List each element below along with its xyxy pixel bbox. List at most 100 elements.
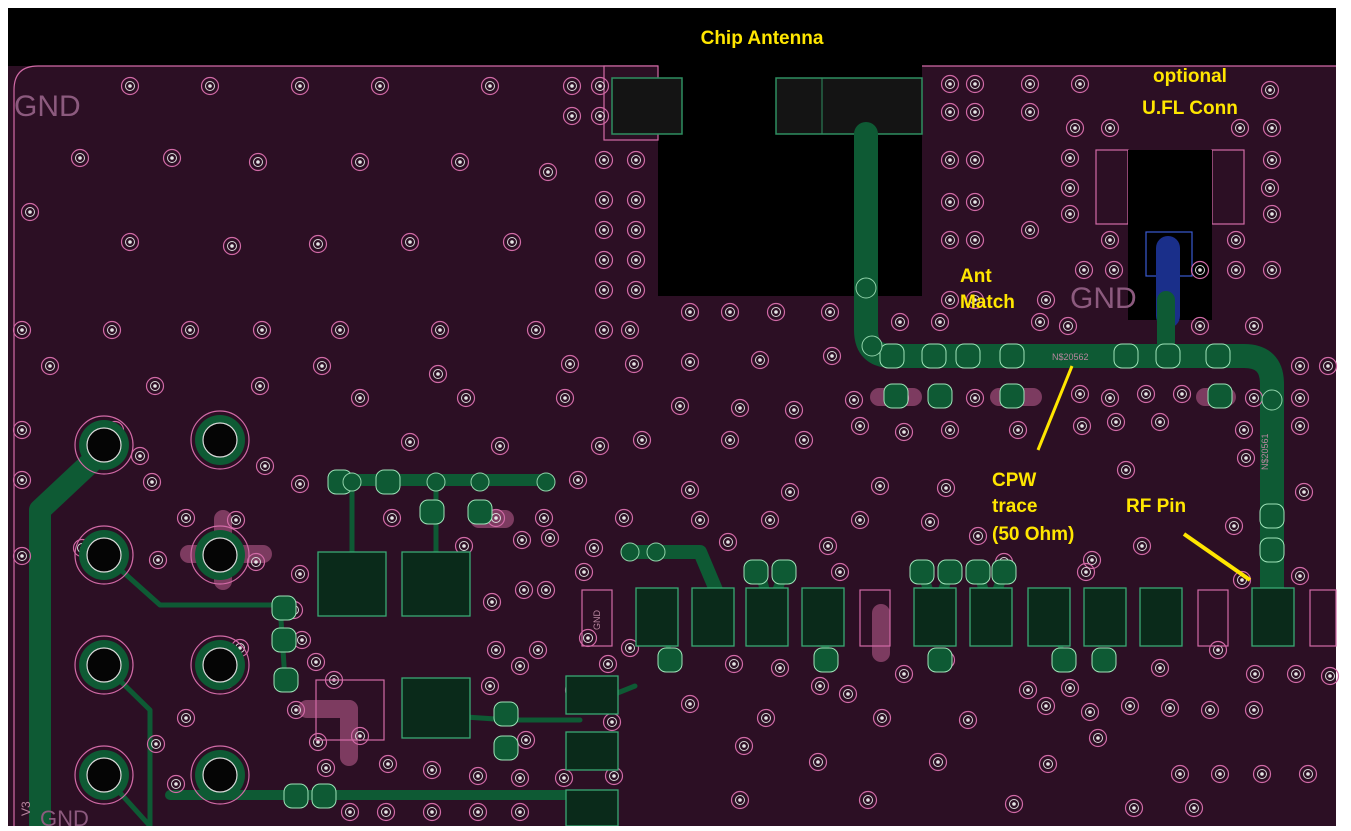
via-annulus <box>125 237 135 247</box>
via-annulus <box>485 81 495 91</box>
via-annulus <box>775 663 785 673</box>
smd-pad <box>1027 587 1071 647</box>
via-ring <box>632 430 652 450</box>
via-annulus <box>637 435 647 445</box>
via-ring-icon <box>562 106 582 126</box>
via-drill <box>973 82 977 86</box>
via-drill <box>20 328 24 332</box>
match-pad <box>1091 647 1117 673</box>
via-annulus <box>1155 417 1165 427</box>
ufl-label-line2: U.FL Conn <box>1142 98 1238 119</box>
via-ring-icon <box>940 102 960 122</box>
via-ring <box>468 802 488 822</box>
via-ring <box>482 592 502 612</box>
via-annulus <box>1205 705 1215 715</box>
via-ring-icon <box>784 400 804 420</box>
via-ring-icon <box>590 106 610 126</box>
via-ring-icon <box>534 508 554 528</box>
via-drill <box>1270 268 1274 272</box>
via-ring-icon <box>894 664 914 684</box>
via-ring-icon <box>1120 696 1140 716</box>
via-ring-icon <box>102 320 122 340</box>
via-ring-icon <box>594 190 614 210</box>
via-ring-icon <box>166 774 186 794</box>
via-ring <box>428 364 448 384</box>
via-drill <box>1240 578 1244 582</box>
via-annulus <box>1041 295 1051 305</box>
via-drill <box>1068 186 1072 190</box>
via-drill <box>562 776 566 780</box>
via-drill <box>1253 672 1257 676</box>
via-ring-icon <box>965 230 985 250</box>
via-ring-icon <box>1290 566 1310 586</box>
via-ring-icon <box>1245 664 1265 684</box>
via-ring <box>12 546 32 566</box>
via-ring-icon <box>590 76 610 96</box>
match-pad <box>965 559 991 585</box>
via-ring <box>1190 316 1210 336</box>
via-annulus <box>227 241 237 251</box>
via-drill <box>138 454 142 458</box>
via-drill <box>436 372 440 376</box>
right-margin <box>1336 8 1351 826</box>
via-drill <box>1180 392 1184 396</box>
via-annulus <box>255 381 265 391</box>
via-drill <box>386 762 390 766</box>
match-pad <box>493 701 519 727</box>
via-annulus <box>17 551 27 561</box>
via-ring <box>940 150 960 170</box>
via-drill <box>408 240 412 244</box>
via-drill <box>490 600 494 604</box>
through-hole-pad-icon <box>190 525 250 585</box>
via-ring-icon <box>486 640 506 660</box>
match-pad <box>921 343 947 369</box>
via-ring-icon <box>290 564 310 584</box>
via-drill <box>316 242 320 246</box>
via-annulus <box>1295 571 1305 581</box>
via-ring-icon <box>1190 316 1210 336</box>
via-drill <box>586 636 590 640</box>
via-annulus <box>970 107 980 117</box>
via-ring <box>890 312 910 332</box>
via-drill <box>826 544 830 548</box>
via-annulus <box>517 535 527 545</box>
match-pad <box>1207 383 1233 409</box>
via-ring-icon <box>176 708 196 728</box>
via-drill <box>1218 772 1222 776</box>
via-ring-icon <box>468 766 488 786</box>
via-annulus <box>945 425 955 435</box>
via-drill <box>1252 324 1256 328</box>
via-ring <box>1290 416 1310 436</box>
match-pad <box>999 343 1025 369</box>
th-drill <box>202 757 238 793</box>
via-ring-icon <box>680 480 700 500</box>
via-drill <box>1270 158 1274 162</box>
via-ring <box>1190 260 1210 280</box>
via-drill <box>1178 772 1182 776</box>
via-annulus <box>1267 265 1277 275</box>
via-field <box>12 74 1340 822</box>
via-ring <box>1104 260 1124 280</box>
via-annulus <box>1177 389 1187 399</box>
via-drill <box>602 328 606 332</box>
via-annulus <box>531 325 541 335</box>
via-ring-icon <box>510 656 530 676</box>
via-drill <box>688 702 692 706</box>
via-annulus <box>461 393 471 403</box>
via-annulus <box>167 153 177 163</box>
via-ring-icon <box>965 150 985 170</box>
via-ring-icon <box>584 538 604 558</box>
via-annulus <box>849 395 859 405</box>
via-drill <box>966 718 970 722</box>
via-ring <box>760 510 780 530</box>
via-ring <box>1224 516 1244 536</box>
via-drill <box>764 716 768 720</box>
via-ring-icon <box>1252 764 1272 784</box>
via-annulus <box>519 585 529 595</box>
via-drill <box>1038 320 1042 324</box>
smd-pad <box>635 587 679 647</box>
via-drill <box>208 84 212 88</box>
via-ring-icon <box>958 710 978 730</box>
via-annulus <box>125 81 135 91</box>
via-ring-icon <box>598 654 618 674</box>
